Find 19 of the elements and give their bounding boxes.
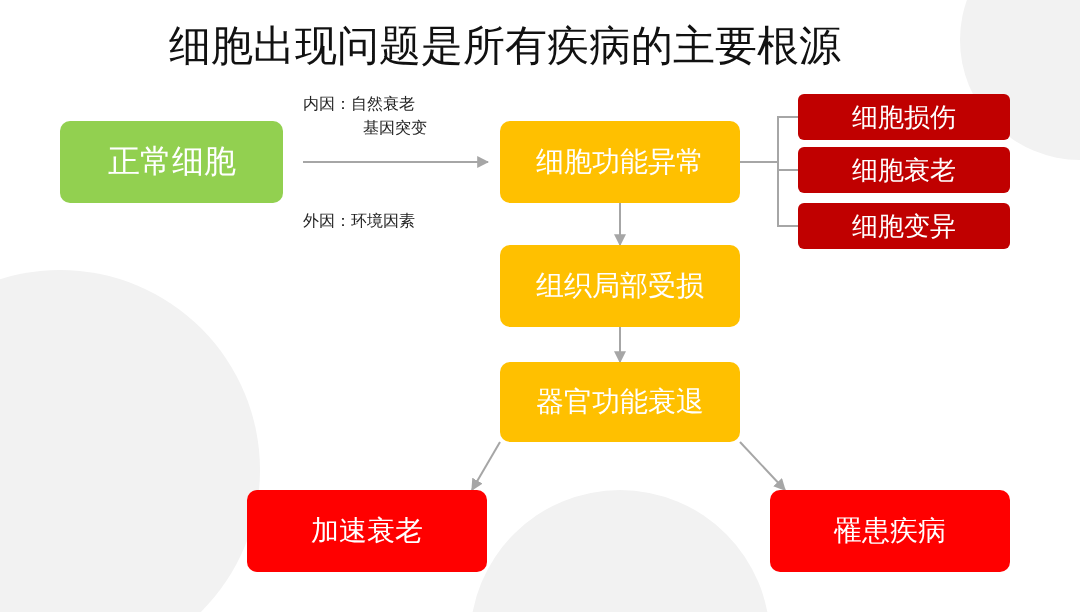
title: 细胞出现问题是所有疾病的主要根源 — [168, 20, 842, 72]
result-box: 细胞损伤 — [798, 94, 1010, 140]
arrow — [614, 202, 626, 247]
arrow — [614, 326, 626, 364]
cause-label: 外因：环境因素 — [303, 211, 415, 232]
process-box: 组织局部受损 — [500, 245, 740, 327]
arrow — [471, 441, 501, 492]
bracket-line — [739, 161, 799, 227]
result-box: 细胞衰老 — [798, 147, 1010, 193]
cause-label: 基因突变 — [363, 118, 427, 139]
arrow — [739, 441, 786, 491]
process-box: 罹患疾病 — [770, 490, 1010, 572]
result-box: 细胞变异 — [798, 203, 1010, 249]
arrow — [302, 156, 490, 168]
process-box: 加速衰老 — [247, 490, 487, 572]
process-box: 器官功能衰退 — [500, 362, 740, 442]
cause-label: 内因：自然衰老 — [303, 94, 415, 115]
process-box: 细胞功能异常 — [500, 121, 740, 203]
process-box: 正常细胞 — [60, 121, 283, 203]
